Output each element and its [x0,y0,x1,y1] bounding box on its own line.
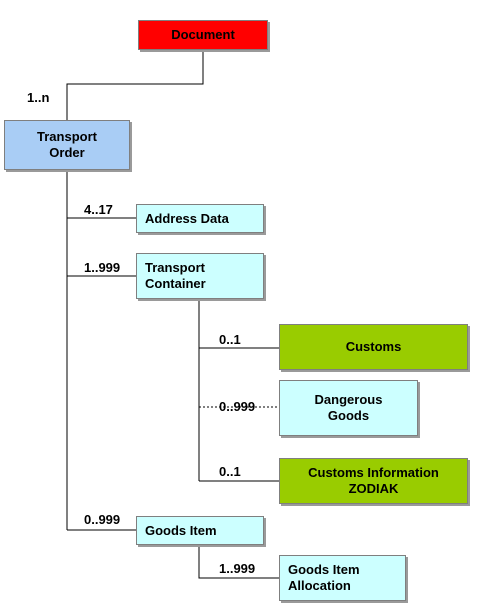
node-address-data-label: Address Data [145,210,229,226]
node-document: Document [138,20,268,50]
connector-document-transport-order [66,50,204,120]
node-customs-label: Customs [345,339,402,354]
node-transport-container: Transport Container [136,253,264,299]
node-goods-item-allocation-label: Goods Item Allocation [288,562,360,593]
node-customs: Customs [279,324,468,370]
node-transport-order: Transport Order [4,120,130,170]
node-customs-information-label: Customs Information ZODIAK [308,465,439,496]
connector-goods-item-allocation [198,545,279,579]
node-goods-item-label: Goods Item [145,522,217,538]
node-transport-order-label: Transport Order [37,129,97,160]
cardinality-goods-item-allocation: 1..999 [219,561,256,576]
node-dangerous-goods-label: Dangerous Goods [314,392,383,423]
node-dangerous-goods: Dangerous Goods [279,380,418,436]
node-goods-item: Goods Item [136,516,264,545]
cardinality-customs-information: 0..1 [219,464,241,479]
cardinality-customs: 0..1 [219,332,241,347]
cardinality-address-data: 4..17 [84,202,113,217]
node-document-label: Document [171,27,235,42]
node-goods-item-allocation: Goods Item Allocation [279,555,406,601]
node-customs-information: Customs Information ZODIAK [279,458,468,504]
cardinality-dangerous-goods: 0..999 [219,399,256,414]
node-address-data: Address Data [136,204,264,233]
node-transport-container-label: Transport Container [145,260,206,291]
cardinality-goods-item: 0..999 [84,512,121,527]
cardinality-transport-order: 1..n [27,90,50,105]
cardinality-transport-container: 1..999 [84,260,121,275]
